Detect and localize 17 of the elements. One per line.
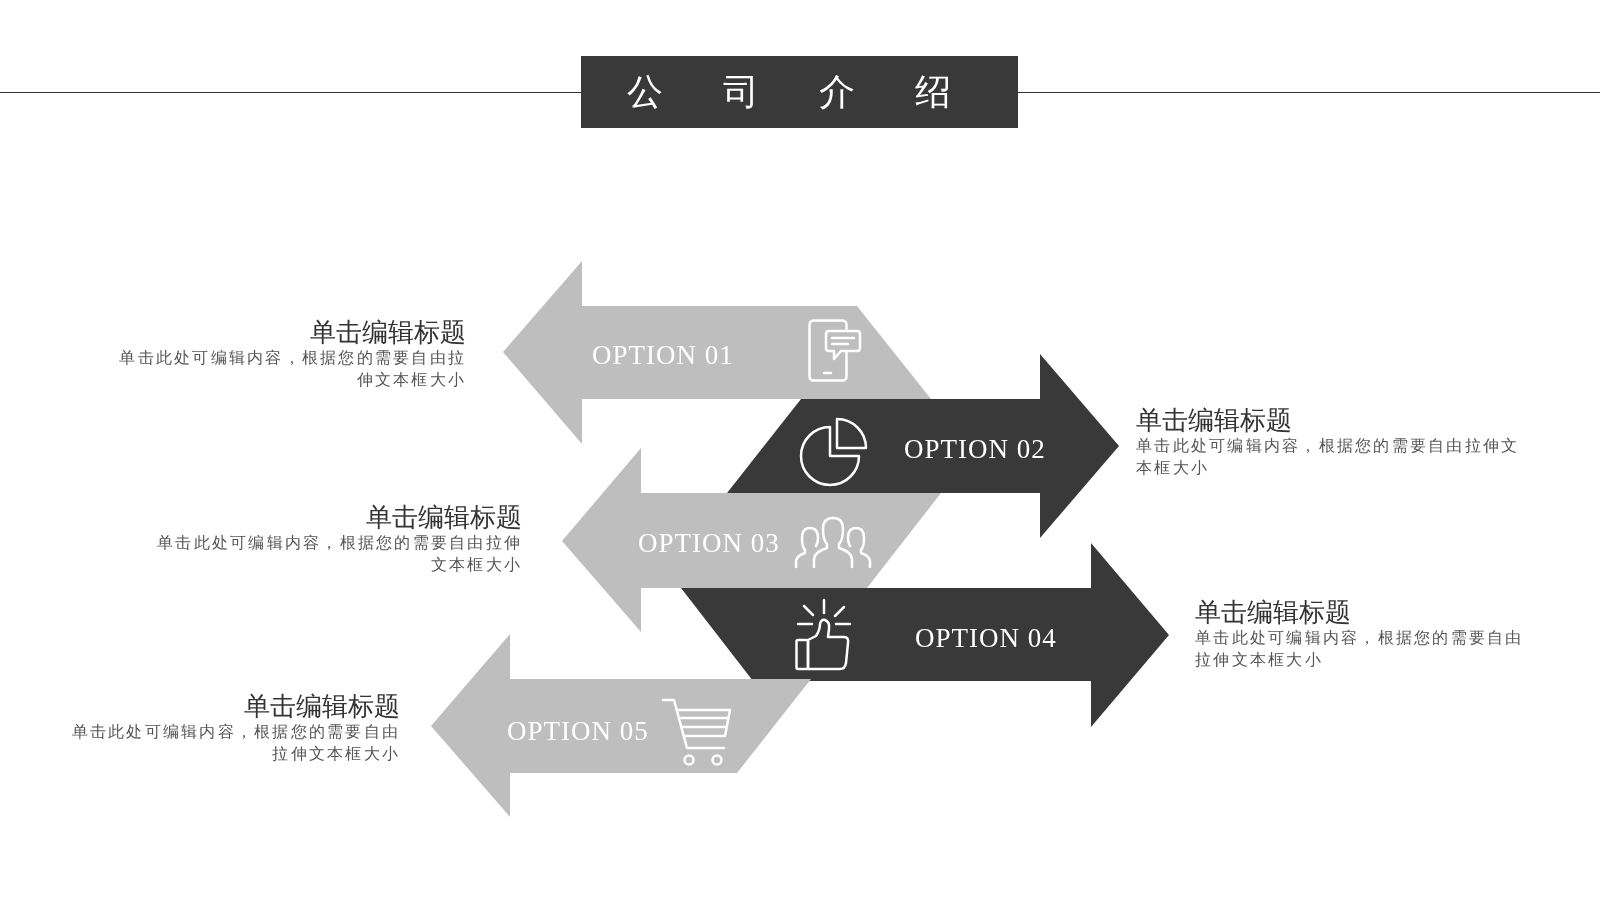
heading-text: 单击编辑标题	[1136, 404, 1293, 436]
body-text: 单击此处可编辑内容，根据您的需要自由拉伸文本框大小	[1136, 436, 1521, 478]
option-label: OPTION 03	[638, 528, 780, 558]
left-arrow-banner	[431, 634, 811, 817]
title-banner: 公司介绍	[581, 56, 1018, 128]
option-label: OPTION 01	[592, 340, 734, 370]
body-text: 单击此处可编辑内容，根据您的需要自由拉伸文本框大小	[1195, 628, 1525, 670]
option-label: OPTION 02	[904, 434, 1046, 464]
heading-text: 单击编辑标题	[243, 690, 400, 722]
body-text: 单击此处可编辑内容，根据您的需要自由拉伸文本框大小	[156, 533, 522, 575]
option-label: OPTION 05	[507, 716, 649, 746]
body-text: 单击此处可编辑内容，根据您的需要自由拉伸文本框大小	[70, 722, 400, 764]
option-label: OPTION 04	[915, 623, 1057, 653]
heading-text: 单击编辑标题	[309, 316, 466, 348]
heading-text: 单击编辑标题	[1195, 596, 1352, 628]
body-text: 单击此处可编辑内容，根据您的需要自由拉伸文本框大小	[118, 348, 466, 390]
heading-text: 单击编辑标题	[365, 501, 522, 533]
